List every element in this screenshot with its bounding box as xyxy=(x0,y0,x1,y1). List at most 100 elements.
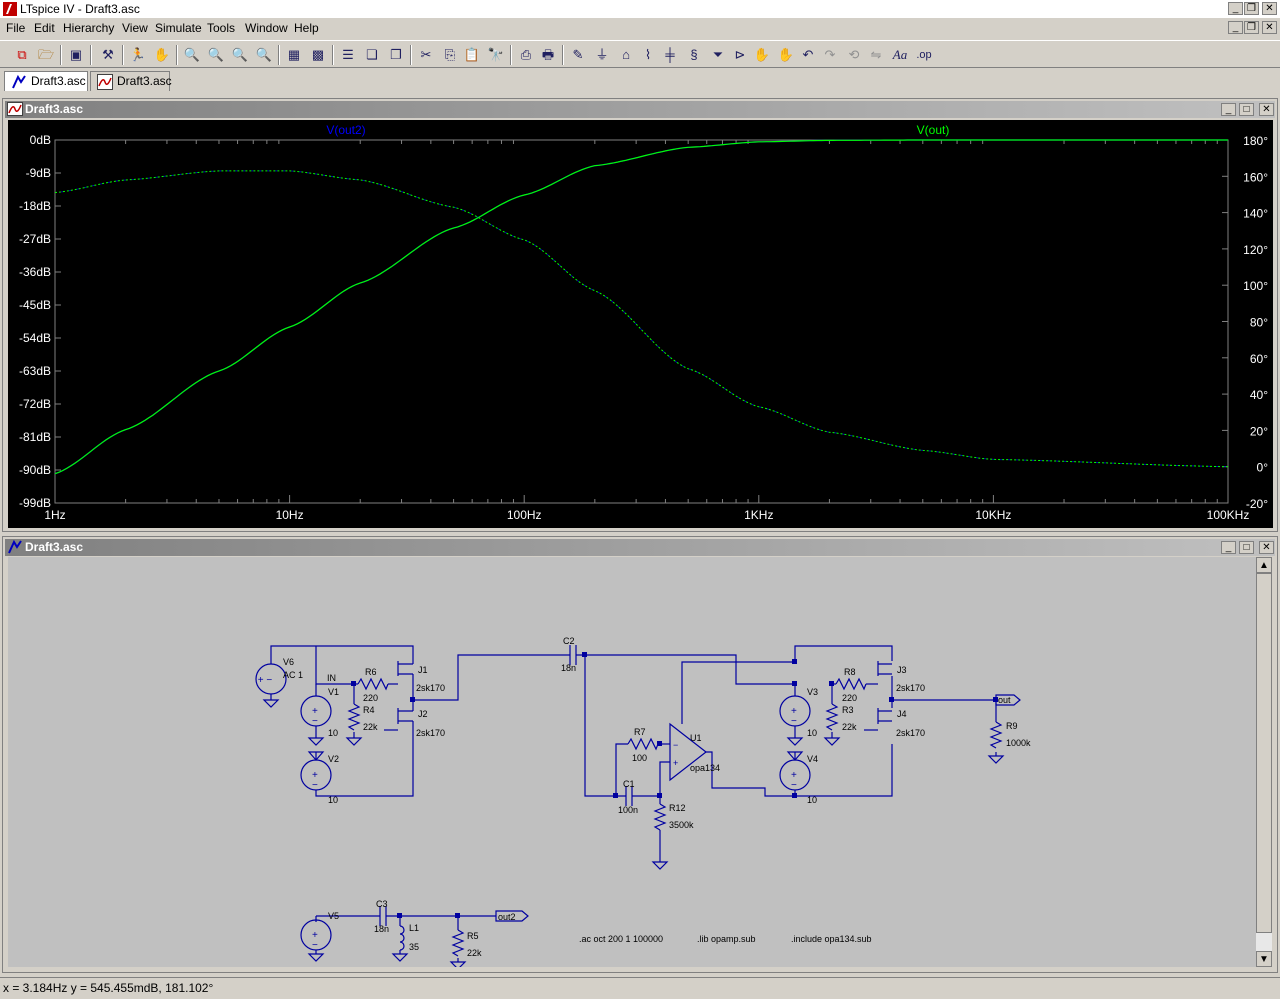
menu-bar: File Edit Hierarchy View Simulate Tools … xyxy=(0,19,1280,38)
zoom-in-icon[interactable]: 🔍 xyxy=(183,47,201,62)
autorange-icon[interactable]: ▦ xyxy=(287,47,301,62)
new-schematic-icon[interactable]: ⧉ xyxy=(17,47,27,62)
menu-file[interactable]: File xyxy=(6,21,26,35)
halt-icon[interactable]: ✋ xyxy=(153,47,171,62)
spice-directive-icon[interactable]: .op xyxy=(916,49,932,61)
zoom-out-icon[interactable]: 🔍 xyxy=(231,47,249,62)
spice-directive-include[interactable]: .include opa134.sub xyxy=(791,934,872,944)
tile-horizontal-icon[interactable]: ☰ xyxy=(342,47,354,62)
ground-icon[interactable]: ⏚ xyxy=(595,47,609,62)
control-panel-icon[interactable]: ⚒ xyxy=(102,47,114,62)
r3-label: R3 xyxy=(842,705,854,715)
c1-value: 100n xyxy=(618,805,638,815)
mdi-close-button[interactable]: ✕ xyxy=(1262,21,1277,34)
r4-label: R4 xyxy=(363,705,375,715)
close-button[interactable]: ✕ xyxy=(1262,2,1277,15)
copy-icon[interactable]: ⎘ xyxy=(444,47,456,62)
mirror-icon[interactable]: ⇋ xyxy=(870,47,882,62)
cascade-icon[interactable]: ❏ xyxy=(366,47,378,62)
schematic-minimize-button[interactable]: _ xyxy=(1221,541,1236,554)
schematic-maximize-button[interactable]: □ xyxy=(1239,541,1254,554)
j3-model: 2sk170 xyxy=(896,683,925,693)
spice-directive-ac[interactable]: .ac oct 200 1 100000 xyxy=(579,934,663,944)
cursor-readout: x = 3.184Hz y = 545.455mdB, 181.102° xyxy=(3,981,214,995)
schematic-close-button[interactable]: ✕ xyxy=(1259,541,1274,554)
restore-button[interactable]: ❐ xyxy=(1244,2,1259,15)
drag-icon[interactable]: ✋ xyxy=(777,47,795,62)
inductor-icon[interactable]: § xyxy=(690,47,698,62)
r8-label: R8 xyxy=(844,667,856,677)
close-all-icon[interactable]: ❐ xyxy=(390,47,402,62)
schematic-canvas[interactable]: + − +− +− +− +− +− − + V6 AC 1 IN R6 220… xyxy=(8,557,1256,967)
tab-schematic[interactable]: Draft3.asc xyxy=(4,71,88,91)
plot-minimize-button[interactable]: _ xyxy=(1221,103,1236,116)
menu-simulate[interactable]: Simulate xyxy=(155,21,202,35)
r7-value: 100 xyxy=(632,753,647,763)
resistor-icon[interactable]: ⌇ xyxy=(644,47,652,62)
print-setup-icon[interactable]: ⎙ xyxy=(520,47,532,62)
c3-value: 18n xyxy=(374,924,389,934)
minimize-button[interactable]: _ xyxy=(1228,2,1243,15)
j4-model: 2sk170 xyxy=(896,728,925,738)
toolbar-separator xyxy=(60,45,62,65)
plot-close-button[interactable]: ✕ xyxy=(1259,103,1274,116)
menu-edit[interactable]: Edit xyxy=(34,21,55,35)
spice-directive-lib[interactable]: .lib opamp.sub xyxy=(697,934,756,944)
c2-value: 18n xyxy=(561,663,576,673)
v1-label: V1 xyxy=(328,687,339,697)
menu-help[interactable]: Help xyxy=(294,21,319,35)
find-icon[interactable]: 🔭 xyxy=(487,47,505,62)
redo-icon[interactable]: ↷ xyxy=(824,47,836,62)
window-title: LTspice IV - Draft3.asc xyxy=(20,2,140,16)
svg-text:−: − xyxy=(312,716,318,727)
toolbar: ⧉ 🗁 ▣ ⚒ 🏃 ✋ 🔍 🔍 🔍 🔍 ▦ ▩ ☰ ❏ ❐ ✂ ⎘ 📋 🔭 ⎙ … xyxy=(0,40,1280,68)
plot-maximize-button[interactable]: □ xyxy=(1239,103,1254,116)
diode-icon[interactable]: ⏷ xyxy=(712,47,724,62)
open-folder-icon[interactable]: 🗁 xyxy=(37,47,55,62)
text-icon[interactable]: Aa xyxy=(892,47,908,62)
label-net-icon[interactable]: ⌂ xyxy=(622,47,630,62)
mdi-minimize-button[interactable]: _ xyxy=(1228,21,1243,34)
component-icon[interactable]: ⊳ xyxy=(734,47,746,62)
schematic-window-titlebar[interactable]: Draft3.asc xyxy=(5,539,1275,556)
run-icon[interactable]: 🏃 xyxy=(129,47,147,62)
save-icon[interactable]: ▣ xyxy=(69,47,83,62)
menu-window[interactable]: Window xyxy=(245,21,288,35)
draw-wire-icon[interactable]: ✎ xyxy=(572,47,584,62)
menu-hierarchy[interactable]: Hierarchy xyxy=(63,21,115,35)
r5-label: R5 xyxy=(467,931,479,941)
capacitor-icon[interactable]: ╪ xyxy=(665,47,675,62)
mdi-restore-button[interactable]: ❐ xyxy=(1244,21,1259,34)
undo-icon[interactable]: ↶ xyxy=(802,47,814,62)
grid-icon[interactable]: ▩ xyxy=(311,47,325,62)
y-left-tick-label: -9dB xyxy=(26,166,51,180)
y-left-tick-label: -90dB xyxy=(19,463,51,477)
plot-window-titlebar[interactable]: Draft3.asc xyxy=(5,101,1275,118)
j4-label: J4 xyxy=(897,709,907,719)
menu-tools[interactable]: Tools xyxy=(207,21,236,35)
zoom-fit-icon[interactable]: 🔍 xyxy=(255,47,273,62)
waveform-plot[interactable]: 0dB-9dB-18dB-27dB-36dB-45dB-54dB-63dB-72… xyxy=(8,120,1273,528)
scroll-up-button[interactable]: ▲ xyxy=(1256,557,1272,573)
tab-label: Draft3.asc xyxy=(31,74,86,88)
v4-label: V4 xyxy=(807,754,818,764)
svg-text:+: + xyxy=(791,706,797,717)
v5-label: V5 xyxy=(328,911,339,921)
move-icon[interactable]: ✋ xyxy=(753,47,771,62)
scroll-down-button[interactable]: ▼ xyxy=(1256,951,1272,967)
tab-waveform[interactable]: Draft3.asc xyxy=(90,71,172,91)
print-icon[interactable]: 🖶 xyxy=(541,47,555,62)
status-bar: x = 3.184Hz y = 545.455mdB, 181.102° xyxy=(0,977,1280,999)
y-right-tick-label: 20° xyxy=(1250,424,1268,438)
rotate-icon[interactable]: ⟲ xyxy=(848,47,860,62)
schematic-vertical-scrollbar[interactable]: ▲ ▼ xyxy=(1256,557,1272,967)
toolbar-separator xyxy=(122,45,124,65)
menu-view[interactable]: View xyxy=(122,21,148,35)
paste-icon[interactable]: 📋 xyxy=(463,47,481,62)
svg-text:+: + xyxy=(312,770,318,781)
schematic-window-title: Draft3.asc xyxy=(25,540,84,554)
pan-icon[interactable]: 🔍 xyxy=(207,47,225,62)
scroll-thumb[interactable] xyxy=(1256,573,1272,933)
j2-label: J2 xyxy=(418,709,428,719)
cut-icon[interactable]: ✂ xyxy=(420,47,432,62)
